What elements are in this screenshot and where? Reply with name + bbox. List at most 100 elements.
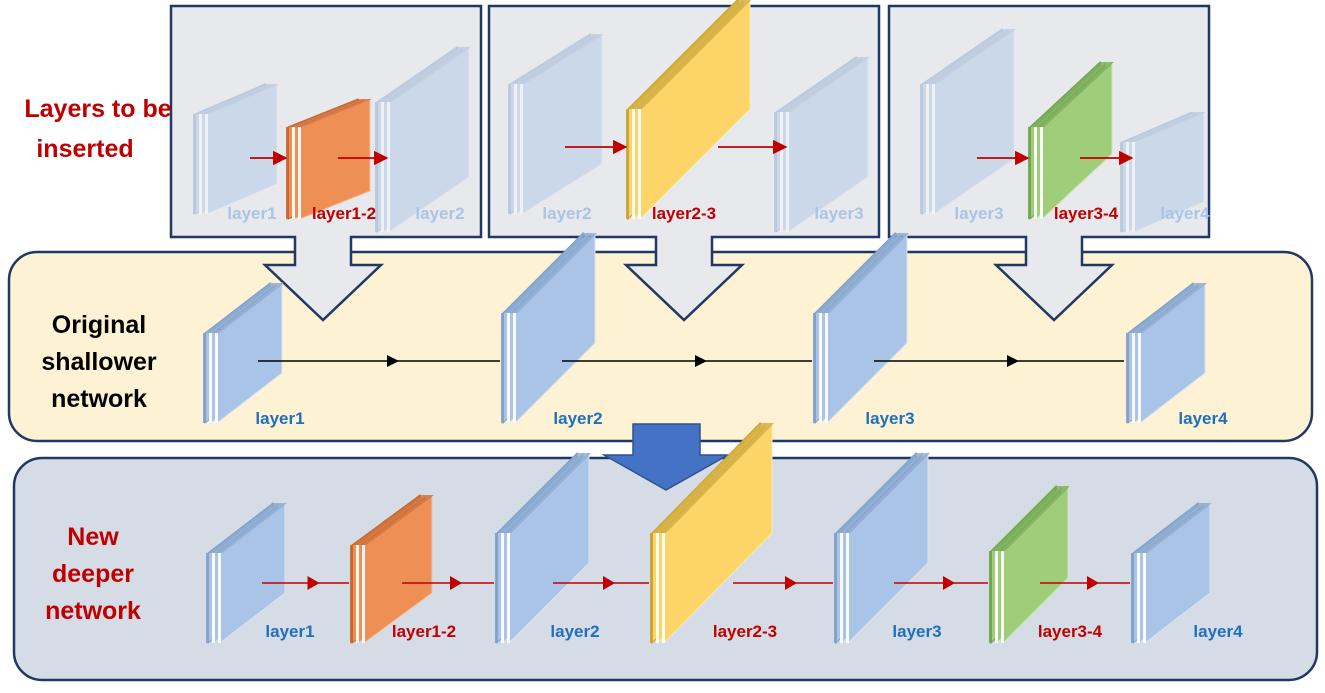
layer-slab-edge [203, 333, 206, 423]
new-label-layer2: layer2 [550, 622, 599, 641]
layer-slab-edge [662, 533, 665, 643]
faded-layer-right [375, 46, 471, 233]
layer-slab-edge [1126, 333, 1129, 423]
layer-slab-edge [375, 102, 378, 232]
layer-slab-edge [1034, 127, 1037, 219]
new-label-layer1: layer1 [265, 622, 314, 641]
layer-slab-top [208, 503, 287, 553]
layer-slab-edge [846, 533, 849, 643]
layer-slab-edge [650, 533, 653, 643]
layer-slab-sheet [1121, 111, 1193, 233]
layer-slab-sheet [382, 46, 464, 233]
layer-slab-top [503, 233, 597, 313]
heading-original-line3: network [51, 385, 147, 413]
new-connection-arrowhead [1087, 576, 1099, 590]
layer-slab-edge [1138, 333, 1141, 423]
layer-slab-edge [825, 313, 828, 423]
layer-slab-sheet [521, 33, 603, 215]
layer-slab-edge [819, 313, 822, 423]
layer-slab-edge [989, 551, 992, 643]
new-connection-arrowhead [450, 576, 462, 590]
original-label-layer1: layer1 [255, 409, 304, 428]
original-connection-arrowhead [387, 355, 399, 367]
layer-slab-sheet [515, 33, 597, 215]
layer-slab-edge [1143, 553, 1146, 643]
layer-slab-edge [350, 545, 353, 643]
inserted-label-layer2-3: layer2-3 [652, 204, 716, 223]
layer-slab-sheet [388, 46, 470, 233]
layer-slab-edge [1040, 127, 1043, 219]
layer-slab-edge [1001, 551, 1004, 643]
layer-slab-edge [205, 114, 208, 214]
inserted-layer-layer2-3 [626, 0, 751, 221]
original-label-layer2: layer2 [553, 409, 602, 428]
layer-slab-edge [507, 313, 510, 423]
original-layer3 [813, 231, 909, 425]
new-connection-arrowhead [603, 576, 615, 590]
layer-slab-edge [1132, 333, 1135, 423]
layer-slab-edge [1120, 142, 1123, 232]
layer-slab-edge [514, 84, 517, 214]
new-layer2 [495, 451, 591, 645]
heading-new-line3: network [45, 597, 141, 625]
layer-slab-edge [362, 545, 365, 643]
layer-slab-sheet [933, 28, 1015, 215]
layer-slab-edge [626, 109, 629, 219]
layer-slab-edge [1028, 127, 1031, 219]
faded-layer-left [920, 28, 1016, 215]
layer-slab-edge [834, 533, 837, 643]
layer-slab-edge [292, 127, 295, 219]
layer-slab-edge [1137, 553, 1140, 643]
layer-slab-sheet [376, 46, 458, 233]
layer-slab-edge [520, 84, 523, 214]
original-layer4 [1126, 281, 1207, 425]
layer-slab-top [288, 99, 372, 127]
new-layer2-3 [650, 421, 774, 645]
new-connection-arrowhead [943, 576, 955, 590]
inserted-label-layer1-2: layer1-2 [312, 204, 376, 223]
layer-slab-edge [1126, 142, 1129, 232]
layer-slab-edge [1131, 553, 1134, 643]
layer-slab-sheet [509, 33, 591, 215]
faded-layer-left [193, 83, 279, 215]
layer-slab-top [1030, 62, 1114, 127]
layer-slab-top [922, 29, 1016, 84]
layer-slab-sheet [921, 28, 1003, 215]
layer-slab-sheet [927, 28, 1009, 215]
layer-slab-edge [774, 112, 777, 232]
heading-original-line1: Original [52, 311, 146, 339]
layer-slab-edge [920, 84, 923, 214]
layer-slab-top [377, 47, 471, 102]
layer-slab-edge [507, 533, 510, 643]
original-label-layer4: layer4 [1178, 409, 1228, 428]
layer-slab-top [497, 453, 591, 533]
layer-slab-edge [209, 333, 212, 423]
layer-slab-edge [932, 84, 935, 214]
layer-slab-top [510, 34, 604, 84]
faded-label-right: layer3 [814, 204, 863, 223]
heading-original-line2: shallower [41, 348, 157, 376]
layer-slab-sheet [200, 83, 272, 215]
new-layer3-4 [989, 484, 1070, 645]
layer-slab-edge [193, 114, 196, 214]
heading-inserted-line2: inserted [36, 135, 133, 163]
layer-slab-edge [508, 84, 511, 214]
layer-slab-edge [199, 114, 202, 214]
layer-slab-edge [381, 102, 384, 232]
layer-slab-edge [840, 533, 843, 643]
faded-label-left: layer3 [954, 204, 1003, 223]
layer-slab-edge [786, 112, 789, 232]
layer-slab-top [652, 423, 774, 533]
layer-slab-sheet [787, 56, 869, 233]
new-layer3 [834, 451, 930, 645]
new-label-layer2-3: layer2-3 [713, 622, 777, 641]
layer-slab-edge [926, 84, 929, 214]
layer-slab-top [815, 233, 909, 313]
new-connection-arrowhead [785, 576, 797, 590]
new-layer4 [1131, 501, 1212, 645]
original-layer1 [203, 281, 284, 425]
